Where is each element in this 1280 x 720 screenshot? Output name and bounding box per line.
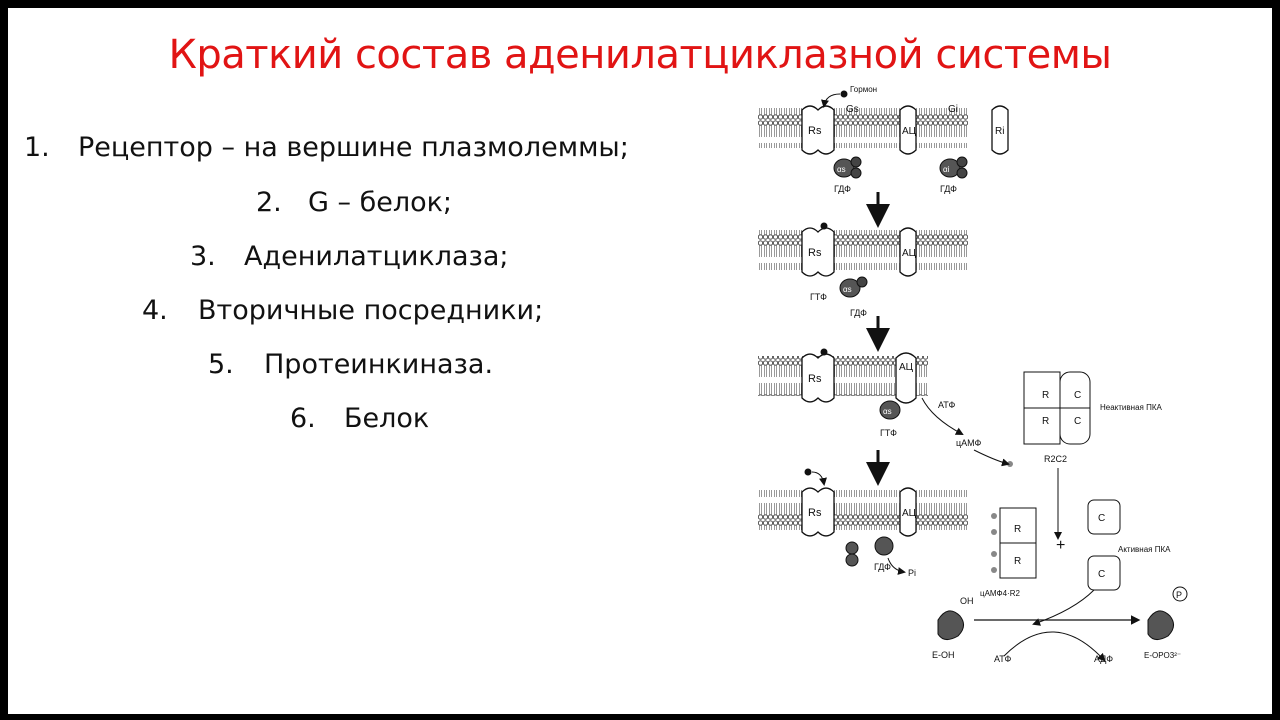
- list-item-3: 3.Аденилатциклаза;: [190, 241, 509, 272]
- ac-label-3: АЦ: [899, 362, 914, 373]
- camp-bound-2: [991, 529, 997, 535]
- alpha-s-label-2: αs: [843, 285, 852, 294]
- catalytic-arrow: [1034, 590, 1094, 624]
- g-beta-i: [957, 157, 967, 167]
- gdp-label-2: ГДФ: [940, 184, 957, 194]
- camp-bound-4: [991, 567, 997, 573]
- rs-label-3: Rs: [808, 373, 822, 385]
- list-number: 2.: [256, 187, 308, 218]
- adenylate-cyclase-diagram: Rs Гормон Gs Gi АЦ Ri αs ГДФ αi ГДФ: [748, 80, 1208, 680]
- membrane-2: [758, 230, 968, 270]
- p-label: P: [1176, 590, 1182, 600]
- list-item-6: 6.Белок: [290, 403, 429, 434]
- active-pka-group: R R цАМФ4·R2 + C C Активная ПКА: [980, 500, 1171, 624]
- list-number: 3.: [190, 241, 244, 272]
- oh-label: OH: [960, 596, 974, 606]
- g-gamma-4: [846, 554, 858, 566]
- g-gamma-s-1: [851, 168, 861, 178]
- e-opo3-label: E-OPO3²⁻: [1144, 651, 1181, 660]
- pi-label: Pi: [908, 568, 916, 578]
- reg-r-2: R: [1014, 556, 1021, 567]
- atp-label-2: АТФ: [994, 654, 1011, 664]
- inactive-pka-label: Неактивная ПКА: [1100, 403, 1162, 412]
- list-item-4: 4.Вторичные посредники;: [142, 295, 543, 326]
- rs-label-2: Rs: [808, 247, 822, 259]
- list-item-5: 5.Протеинкиназа.: [208, 349, 493, 380]
- camp-bound-3: [991, 551, 997, 557]
- rs-label-4: Rs: [808, 507, 822, 519]
- alpha-s-label-3: αs: [883, 407, 892, 416]
- list-number: 6.: [290, 403, 344, 434]
- list-text: Аденилатциклаза;: [244, 241, 509, 272]
- gdp-label-4: ГДФ: [874, 562, 891, 572]
- pka-c-1: C: [1074, 390, 1081, 401]
- hormone-dot-2: [821, 223, 828, 230]
- g-beta-s-1: [851, 157, 861, 167]
- list-text: Вторичные посредники;: [198, 295, 543, 326]
- g-beta-s-2: [857, 277, 867, 287]
- ac-enzyme-3: [896, 353, 916, 403]
- list-number: 4.: [142, 295, 198, 326]
- active-pka-label: Активная ПКА: [1118, 545, 1171, 554]
- hormone-label: Гормон: [850, 85, 877, 94]
- hormone-dot-3: [821, 349, 828, 356]
- g-gamma-i: [957, 168, 967, 178]
- adp-label: АДФ: [1094, 654, 1113, 664]
- list-text: Белок: [344, 403, 429, 434]
- gtp-label-1: ГТФ: [810, 292, 827, 302]
- gdp-label-1: ГДФ: [834, 184, 851, 194]
- cat-c-1: C: [1098, 513, 1105, 524]
- gs-label: Gs: [846, 104, 859, 115]
- list-text: G – белок;: [308, 187, 452, 218]
- cat-c-2: C: [1098, 569, 1105, 580]
- plus-sign: +: [1056, 537, 1065, 554]
- reg-r-1: R: [1014, 524, 1021, 535]
- alpha-s-label-1: αs: [837, 165, 846, 174]
- camp-arrow-2: [974, 450, 1008, 464]
- hormone-dot-4: [805, 469, 812, 476]
- gtp-label-2: ГТФ: [880, 428, 897, 438]
- list-text: Рецептор – на вершине плазмолеммы;: [78, 132, 629, 163]
- hormone-release-arrow: [812, 472, 824, 484]
- list-number: 5.: [208, 349, 264, 380]
- ac-label-2: АЦ: [902, 248, 917, 259]
- ri-label: Ri: [995, 126, 1004, 137]
- membrane-4: [758, 490, 968, 530]
- alpha-i-label: αi: [943, 165, 950, 174]
- list-item-1: 1.Рецептор – на вершине плазмолеммы;: [24, 132, 629, 163]
- gdp-label-3: ГДФ: [850, 308, 867, 318]
- ac-label-1: АЦ: [902, 126, 917, 137]
- r2c2-label: R2C2: [1044, 454, 1067, 464]
- list-number: 1.: [24, 132, 78, 163]
- pka-c-2: C: [1074, 416, 1081, 427]
- e-oh-label: E-OH: [932, 650, 955, 660]
- atp-label-1: АТФ: [938, 400, 955, 410]
- hormone-dot-1: [841, 91, 848, 98]
- list-text: Протеинкиназа.: [264, 349, 493, 380]
- atp-adp-curve: [1004, 632, 1104, 660]
- g-alpha-s-4: [875, 537, 893, 555]
- gi-label: Gi: [948, 104, 958, 115]
- camp-label: цАМФ: [956, 438, 982, 448]
- camp-bound-1: [991, 513, 997, 519]
- g-beta-4: [846, 542, 858, 554]
- camp4r2-label: цАМФ4·R2: [980, 589, 1020, 598]
- pka-r-2: R: [1042, 416, 1049, 427]
- stage-1: Rs Гормон Gs Gi АЦ Ri αs ГДФ αi ГДФ: [802, 85, 1008, 194]
- substrate-protein: [938, 611, 964, 640]
- membrane-1: [758, 108, 968, 148]
- slide-page: Краткий состав аденилатциклазной системы…: [8, 8, 1272, 714]
- ac-label-4: АЦ: [902, 508, 917, 519]
- list-item-2: 2.G – белок;: [256, 187, 452, 218]
- rs-label-1: Rs: [808, 125, 822, 137]
- phospho-protein: [1148, 611, 1174, 640]
- pka-r-1: R: [1042, 390, 1049, 401]
- slide-title: Краткий состав аденилатциклазной системы: [8, 32, 1272, 78]
- hormone-arrow: [824, 94, 840, 106]
- phosphorylation-group: OH E-OH АТФ АДФ P E-OPO3²⁻: [932, 587, 1187, 664]
